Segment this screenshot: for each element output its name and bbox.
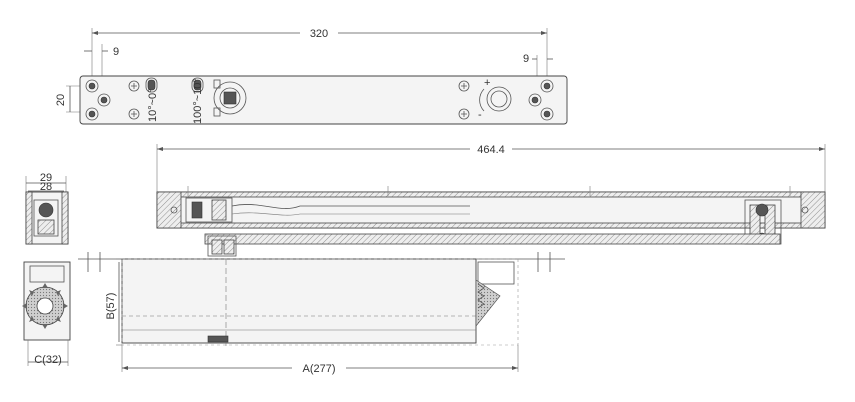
valve-closing-speed: 10°~0°: [145, 77, 159, 122]
dimension-320: 320: [91, 28, 548, 76]
dimension-9-left: 9: [84, 44, 119, 76]
arm-height-label: B(57): [105, 293, 117, 320]
plate-hole-right-label: 9: [523, 53, 529, 65]
central-spindle: [213, 79, 247, 117]
plate-height-label: 20: [55, 94, 67, 106]
side-outer-label: 29: [40, 172, 52, 184]
screw-holes-right: [458, 79, 554, 121]
dimension-9-right: 9: [523, 53, 553, 76]
dimension-464: 464.4: [156, 144, 826, 192]
dimension-20: 20: [55, 85, 88, 113]
dimension-b57: B(57): [105, 258, 122, 346]
arm-length-label: A(277): [302, 363, 335, 375]
angle-label-b: 100°~10°: [192, 78, 204, 124]
angle-label-a: 10°~0°: [147, 88, 159, 122]
side-view: 29 28 C(32): [22, 172, 71, 366]
closer-body-section: 464.4: [156, 144, 826, 257]
dimension-a277: A(277): [121, 345, 519, 375]
side-inner-label: 28: [40, 181, 52, 193]
adjust-plus-label: +: [484, 77, 490, 89]
adjust-minus-label: -: [478, 109, 482, 121]
spring-adjuster: + -: [478, 77, 512, 121]
dimension-c32: C(32): [27, 340, 69, 366]
plate-width-label: 320: [310, 28, 328, 40]
dimension-29-28: 29 28: [25, 172, 67, 196]
arm-track-view: B(57) A(277): [78, 252, 565, 375]
valve-latch-speed: 100°~10°: [191, 77, 204, 124]
plate-hole-left-label: 9: [113, 46, 119, 58]
arm-gear: [475, 261, 515, 327]
closer-body: [156, 191, 826, 229]
body-length-label: 464.4: [477, 144, 505, 156]
mounting-plate-view: 320 9 9 20: [55, 28, 568, 125]
screw-holes-left: [85, 79, 140, 121]
side-width-label: C(32): [34, 354, 62, 366]
piston-assembly-left: [185, 197, 470, 223]
mounting-plate: [79, 75, 568, 125]
arm-track: [121, 258, 477, 344]
side-body-section: [25, 191, 69, 245]
slide-rail: [204, 233, 781, 245]
pinion-gear: [22, 283, 68, 329]
